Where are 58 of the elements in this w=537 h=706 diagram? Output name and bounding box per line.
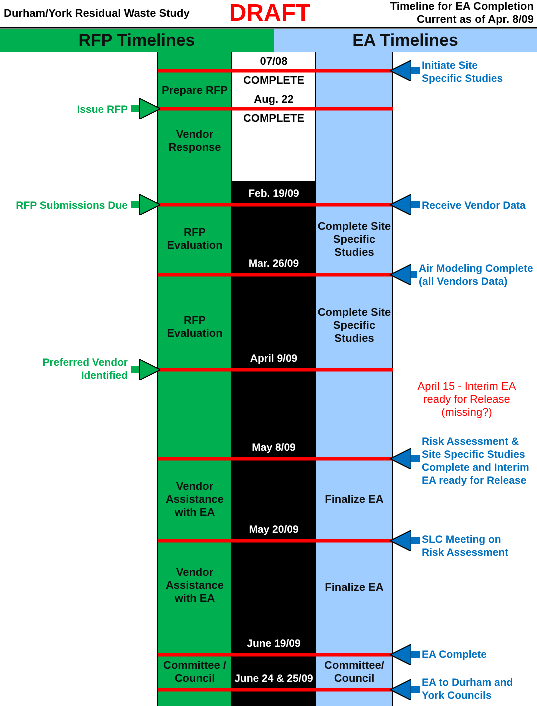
milestone-line — [158, 107, 393, 111]
milestone-text: Preferred Vendor Identified — [20, 357, 128, 383]
phase-label: Prepare RFP — [158, 74, 232, 108]
title: DRAFT — [228, 0, 312, 27]
milestone-text: Initiate Site Specific Studies — [422, 60, 520, 86]
date-label: Feb. 19/09 — [248, 188, 300, 201]
milestone-text: EA to Durham and York Councils — [422, 677, 522, 703]
arrow — [390, 194, 420, 216]
date-label: April 9/09 — [249, 353, 299, 366]
milestone-line — [158, 368, 393, 372]
phase-label: Complete Site Specific Studies — [316, 208, 393, 272]
date-label: June 24 & 25/09 — [234, 673, 314, 686]
date-label: Mar. 26/09 — [248, 258, 300, 271]
milestone-line — [158, 203, 393, 207]
date-label: COMPLETE — [242, 112, 306, 126]
phase-label: Committee/ Council — [316, 657, 393, 689]
phase-label: Complete Site Specific Studies — [316, 282, 393, 370]
milestone-line — [158, 653, 393, 657]
milestone-line — [158, 539, 393, 543]
arrow — [390, 60, 420, 82]
arrow — [390, 448, 420, 470]
date-label: COMPLETE — [242, 74, 306, 88]
milestone-text: Risk Assessment & Site Specific Studies Complete and Interim EA ready for Release — [422, 436, 537, 488]
phase-label: Committee / Council — [158, 657, 232, 689]
arrow — [390, 264, 417, 286]
arrow — [390, 530, 420, 552]
phase-label: RFP Evaluation — [158, 300, 232, 355]
phase-label: Vendor Response — [158, 112, 232, 172]
date-label: June 19/09 — [246, 638, 302, 651]
header-text: Durham/York Residual Waste Study — [4, 8, 191, 21]
date-label: May 8/09 — [251, 442, 297, 455]
section-header: EA Timelines — [274, 29, 537, 52]
milestone-text: RFP Submissions Due — [4, 200, 128, 213]
milestone-line — [158, 457, 393, 461]
milestone-text: Issue RFP — [40, 104, 128, 117]
arrow — [390, 678, 420, 702]
milestone-line — [158, 273, 393, 277]
note: April 15 - Interim EA ready for Release (missing?) — [416, 381, 518, 420]
header-text: Timeline for EA Completion Current as of Apr. 8/09 — [389, 1, 534, 27]
section-header: RFP Timelines — [0, 29, 274, 52]
milestone-text: SLC Meeting on Risk Assessment — [422, 534, 522, 560]
phase-label: Finalize EA — [316, 462, 393, 538]
date-label: May 20/09 — [248, 524, 300, 537]
milestone-line — [158, 688, 393, 692]
milestone-line — [158, 69, 393, 73]
phase-label: RFP Evaluation — [158, 208, 232, 272]
phase-label: Vendor Assistance with EA — [158, 462, 232, 538]
milestone-text: Air Modeling Complete (all Vendors Data) — [419, 263, 537, 289]
date-label: Aug. 22 — [253, 93, 295, 107]
milestone-text: EA Complete — [422, 649, 522, 662]
arrow — [131, 98, 162, 120]
phase-label: Vendor Assistance with EA — [158, 544, 232, 628]
arrow — [390, 644, 420, 666]
phase-label: Finalize EA — [316, 544, 393, 632]
arrow — [131, 358, 162, 382]
milestone-text: Receive Vendor Data — [422, 200, 537, 213]
date-label: 07/08 — [259, 55, 289, 69]
arrow — [131, 194, 162, 216]
